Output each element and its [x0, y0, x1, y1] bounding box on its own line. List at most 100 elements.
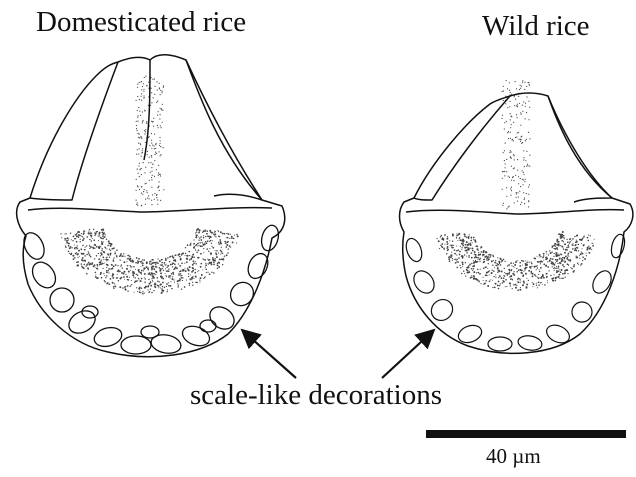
stipple-dot [144, 273, 146, 275]
stipple-dot [562, 264, 564, 266]
stipple-dot [215, 252, 217, 254]
stipple-dot [139, 292, 140, 293]
stipple-dot [227, 252, 229, 254]
stipple-dot [141, 205, 142, 206]
stipple-dot [158, 151, 159, 152]
stipple-dot [513, 168, 514, 169]
stipple-dot [236, 242, 237, 243]
stipple-dot [507, 265, 508, 266]
stipple-dot [578, 264, 579, 265]
stipple-dot [513, 122, 514, 123]
stipple-dot [505, 103, 506, 104]
stipple-dot [136, 274, 138, 276]
stipple-dot [195, 281, 197, 283]
stipple-dot [526, 139, 527, 140]
stipple-dot [151, 171, 152, 172]
stipple-dot [144, 133, 145, 134]
stipple-dot [151, 200, 152, 201]
stipple-dot [534, 258, 536, 260]
stipple-dot [552, 247, 553, 248]
stipple-dot [518, 139, 519, 140]
stipple-dot [581, 239, 583, 241]
stipple-dot [517, 201, 518, 202]
stipple-dot [499, 285, 500, 286]
stipple-dot [220, 231, 222, 233]
stipple-dot [133, 276, 134, 277]
stipple-dot [189, 259, 190, 260]
stipple-dot [475, 254, 476, 255]
stipple-dot [115, 264, 117, 266]
stipple-dot [558, 267, 559, 268]
stipple-dot [136, 257, 138, 259]
stipple-dot [504, 122, 505, 123]
stipple-dot [472, 270, 473, 271]
stipple-dot [196, 244, 197, 245]
stipple-dot [135, 269, 136, 270]
stipple-dot [174, 279, 175, 280]
stipple-dot [160, 90, 161, 91]
stipple-dot [78, 250, 80, 252]
stipple-dot [208, 236, 210, 238]
stipple-dot [158, 186, 159, 187]
stipple-dot [497, 272, 498, 273]
stipple-dot [567, 264, 568, 265]
stipple-dot [153, 268, 155, 270]
stipple-dot [564, 258, 565, 259]
stipple-dot [451, 245, 452, 246]
stipple-dot [505, 167, 506, 168]
stipple-dot [200, 253, 202, 255]
stipple-dot [485, 280, 487, 282]
stipple-dot [556, 268, 557, 269]
stipple-dot [473, 237, 475, 239]
stipple-dot [482, 254, 483, 255]
stipple-dot [554, 268, 556, 270]
stipple-dot [140, 292, 141, 293]
stipple-dot [81, 236, 82, 237]
domesticated-inner-left [30, 62, 118, 200]
stipple-dot [196, 229, 198, 231]
stipple-dot [488, 259, 490, 261]
stipple-dot [516, 136, 517, 137]
stipple-dot [153, 275, 155, 277]
stipple-dot [455, 262, 457, 264]
stipple-dot [197, 271, 198, 272]
stipple-dot [478, 272, 480, 274]
stipple-dot [214, 258, 216, 260]
stipple-dot [165, 268, 166, 269]
stipple-dot [480, 248, 481, 249]
stipple-dot [100, 263, 102, 265]
stipple-dot [159, 118, 160, 119]
stipple-dot [507, 107, 508, 108]
stipple-dot [88, 251, 89, 252]
stipple-dot [146, 121, 147, 122]
stipple-dot [511, 187, 512, 188]
stipple-dot [117, 274, 118, 275]
stipple-dot [145, 129, 146, 130]
stipple-dot [520, 112, 521, 113]
stipple-dot [567, 255, 568, 256]
stipple-dot [200, 239, 202, 241]
stipple-dot [522, 274, 524, 276]
stipple-dot [143, 89, 144, 90]
stipple-dot [119, 286, 121, 288]
stipple-dot [574, 236, 575, 237]
stipple-dot [85, 261, 86, 262]
stipple-dot [121, 256, 122, 257]
stipple-dot [110, 254, 111, 255]
stipple-dot [168, 270, 170, 272]
stipple-dot [509, 106, 510, 107]
stipple-dot [206, 233, 208, 235]
stipple-dot [138, 278, 139, 279]
stipple-dot [513, 140, 514, 141]
stipple-dot [158, 172, 159, 173]
stipple-dot [141, 137, 142, 138]
stipple-dot [536, 283, 537, 284]
stipple-dot [159, 190, 160, 191]
stipple-dot [478, 252, 479, 253]
stipple-dot [463, 270, 464, 271]
stipple-dot [212, 247, 214, 249]
stipple-dot [532, 273, 534, 275]
stipple-dot [528, 261, 529, 262]
stipple-dot [498, 270, 500, 272]
stipple-dot [526, 287, 528, 289]
